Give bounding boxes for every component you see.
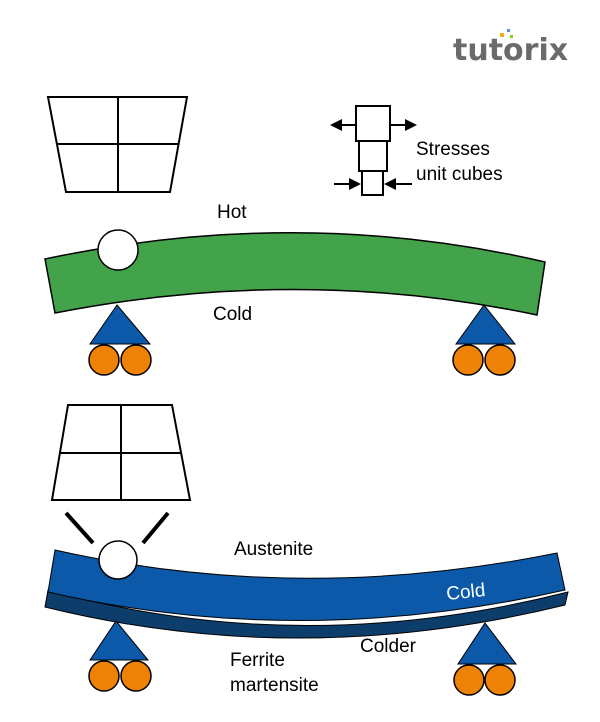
bottom-beam-label-austenite: Austenite (234, 539, 313, 560)
indent-line-left (64, 511, 95, 545)
logo-dot-green (510, 35, 513, 38)
top-beam-label-hot: Hot (217, 202, 247, 223)
logo-dot-orange (500, 33, 504, 37)
indenter-ball-top (97, 229, 139, 271)
arrow-right-icon (405, 119, 417, 131)
bottom-beam-label-martensite: martensite (230, 675, 319, 696)
support-right-top (452, 304, 517, 376)
legend-line2: unit cubes (416, 164, 503, 185)
stress-unit-cubes-icon (330, 105, 417, 196)
logo-dot-blue (507, 29, 510, 32)
tutorix-logo: tutorix (453, 29, 568, 68)
arrow-left-icon (330, 119, 342, 131)
bottom-beam (47, 549, 566, 621)
indent-line-right (141, 511, 170, 545)
arrow-right-compress-icon (349, 178, 361, 190)
support-left-top (88, 304, 152, 376)
indenter-ball-bottom (98, 540, 138, 580)
unit-cell-grid-bottom (50, 404, 192, 501)
arrow-left-compress-icon (384, 178, 396, 190)
top-beam (44, 231, 546, 316)
bottom-beam-under-layer (44, 589, 569, 639)
support-right-bottom (453, 622, 518, 696)
legend-line1: Stresses (416, 139, 490, 160)
bottom-beam-label-ferrite: Ferrite (230, 650, 285, 671)
logo-text: tutorix (453, 33, 568, 68)
bottom-beam-label-cold: Cold (445, 580, 486, 605)
unit-cell-grid-top (46, 96, 189, 193)
top-beam-label-cold: Cold (213, 304, 252, 325)
support-left-bottom (88, 620, 152, 692)
bottom-beam-label-colder: Colder (360, 636, 417, 657)
